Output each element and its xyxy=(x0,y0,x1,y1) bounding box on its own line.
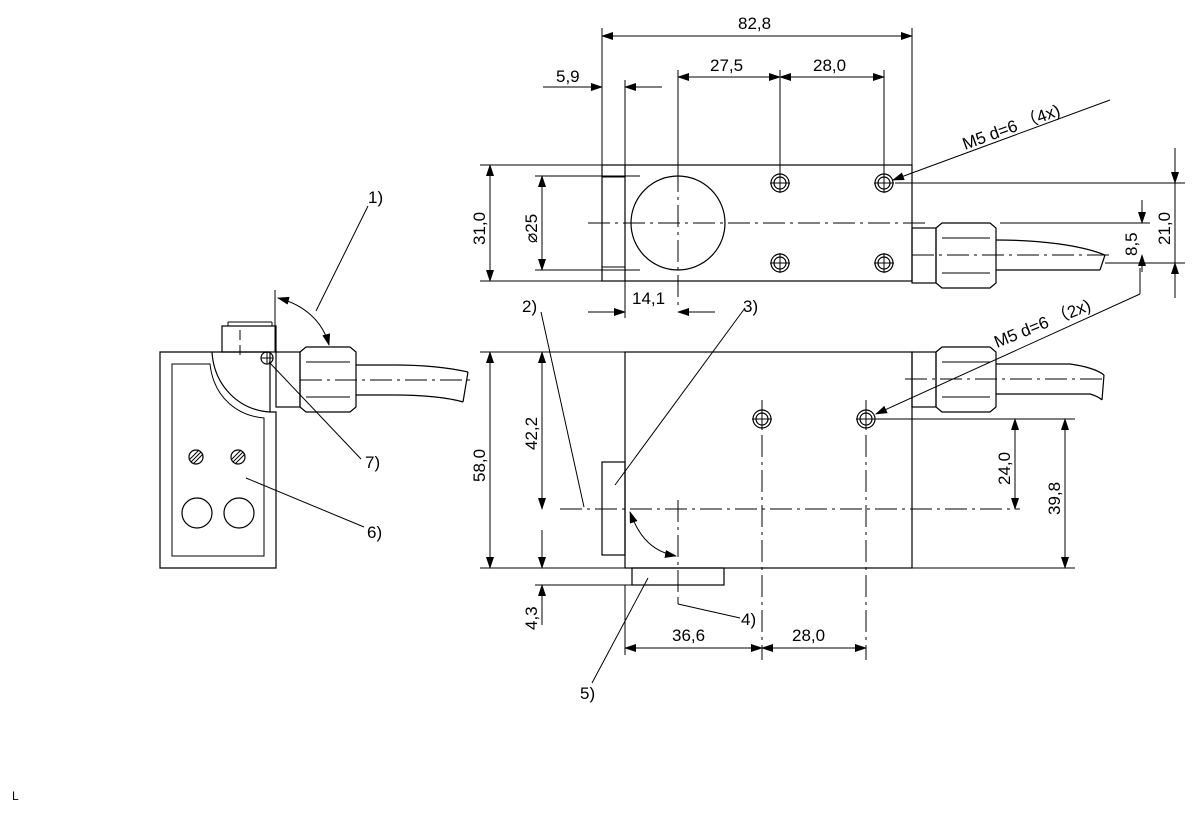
diameter-symbol: ⌀ xyxy=(522,233,541,243)
dim-36-6: 36,6 xyxy=(672,626,705,645)
diameter-value: 25 xyxy=(522,214,541,233)
callout-1: 1) xyxy=(368,188,383,207)
side-view: 1) 7) 6) xyxy=(159,188,470,569)
dim-21-0: 21,0 xyxy=(1155,212,1174,245)
top-hole-4 xyxy=(874,253,894,273)
dim-8-5: 8,5 xyxy=(1122,232,1141,256)
top-hole-1 xyxy=(770,173,790,193)
dim-28-0-bottom: 28,0 xyxy=(792,626,825,645)
corner-mark: L xyxy=(12,789,19,803)
top-view: 82,8 5,9 27,5 28,0 31,0 ⌀25 14,1 21,0 xyxy=(470,14,1185,318)
callout-3: 3) xyxy=(743,297,758,316)
callout-7: 7) xyxy=(365,453,380,472)
callout-6: 6) xyxy=(367,523,382,542)
dim-28-0-top: 28,0 xyxy=(813,56,846,75)
top-hole-3 xyxy=(770,253,790,273)
dim-27-5: 27,5 xyxy=(710,56,743,75)
callout-2: 2) xyxy=(522,297,537,316)
dim-82-8: 82,8 xyxy=(738,14,771,33)
dim-24-0: 24,0 xyxy=(995,452,1014,485)
dim-5-9: 5,9 xyxy=(556,67,580,86)
dim-39-8: 39,8 xyxy=(1045,482,1064,515)
callout-4: 4) xyxy=(741,610,756,629)
callout-screw-4x: M5 d=6 （4x) xyxy=(960,101,1063,154)
dim-4-3: 4,3 xyxy=(522,606,541,630)
dim-diameter-25: ⌀25 xyxy=(522,214,541,243)
dim-58-0: 58,0 xyxy=(470,449,489,482)
front-view: 58,0 42,2 4,3 24,0 39,8 36,6 28,0 M5 d=6… xyxy=(470,268,1141,703)
callout-screw-2x: M5 d=6 （2x) xyxy=(991,296,1093,352)
dim-31-0: 31,0 xyxy=(470,212,489,245)
front-hole-1 xyxy=(752,409,772,429)
dim-14-1: 14,1 xyxy=(632,289,665,308)
top-hole-2 xyxy=(874,173,894,193)
front-hole-2 xyxy=(856,409,876,429)
dim-42-2: 42,2 xyxy=(522,417,541,450)
callout-5: 5) xyxy=(580,684,595,703)
